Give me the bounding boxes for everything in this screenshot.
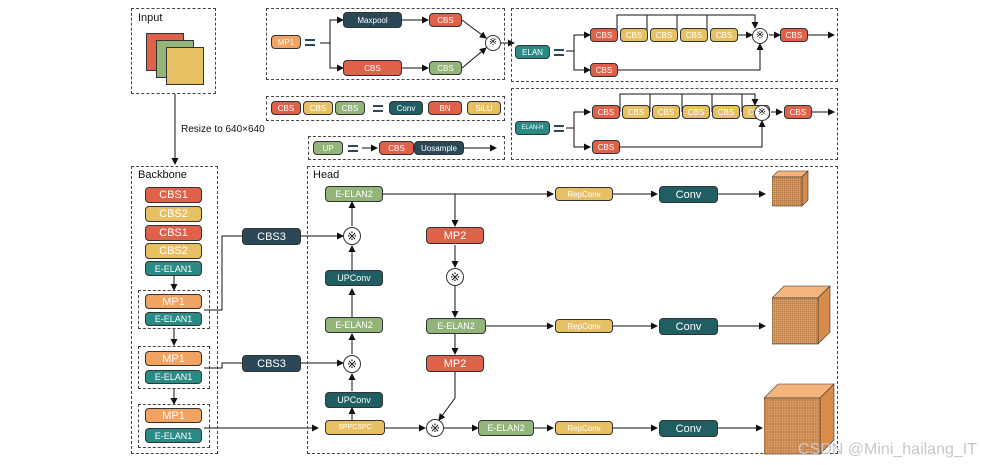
equals-icon-cbs — [373, 105, 383, 112]
legend-cbs-green: CBS — [335, 101, 365, 115]
equals-icon-elanh — [554, 125, 564, 132]
head-mp2-lower: MP2 — [426, 355, 484, 372]
legend-elan-cbs-2: CBS — [620, 28, 648, 42]
legend-elan-cbs-5: CBS — [710, 28, 738, 42]
head-repconv-mid: RepConv — [555, 319, 613, 333]
input-panel — [131, 8, 216, 94]
backbone-e-elan1-d: E-ELAN1 — [145, 428, 202, 443]
legend-mp1-concat-icon: ※ — [485, 35, 501, 51]
equals-icon-up — [348, 145, 358, 152]
output-tensor-medium — [772, 285, 831, 345]
legend-silu: SiLU — [467, 101, 501, 115]
legend-elanh-cbs-1: CBS — [592, 105, 620, 119]
legend-elan-cbs-3: CBS — [650, 28, 678, 42]
head-repconv-top: RepConv — [555, 187, 613, 201]
head-upconv-lower: UPConv — [325, 392, 383, 408]
equals-icon-elan — [554, 49, 564, 56]
legend-mp1-cbs-c: CBS — [429, 61, 462, 75]
output-tensor-large — [764, 383, 835, 455]
legend-elan-cbs-6: CBS — [590, 63, 618, 77]
backbone-mp1-c: MP1 — [145, 408, 202, 423]
equals-icon-mp1 — [305, 39, 315, 46]
backbone-cbs1-b: CBS1 — [145, 225, 202, 241]
cbs3-lower: CBS3 — [242, 355, 301, 372]
legend-elanh-cbs-4: CBS — [682, 105, 710, 119]
head-sppcspc: SPPCSPC — [325, 420, 385, 435]
head-conv-bottom: Conv — [659, 420, 718, 437]
legend-elanh-concat-icon: ※ — [754, 105, 770, 121]
legend-bn: BN — [428, 101, 462, 115]
legend-upsample: Uosample — [414, 141, 464, 155]
backbone-title: Backbone — [138, 169, 187, 181]
legend-mp1-cbs-a: CBS — [429, 13, 462, 27]
concat-icon-2: ※ — [343, 355, 361, 373]
head-title: Head — [313, 169, 340, 181]
legend-elan-cbs-out: CBS — [780, 28, 808, 42]
legend-mp1-cbs-b: CBS — [343, 60, 402, 76]
backbone-stage-3 — [138, 404, 210, 448]
head-conv-top: Conv — [659, 186, 718, 203]
legend-mp1-panel — [266, 8, 505, 80]
image-channel-yellow — [166, 47, 204, 85]
legend-maxpool: Maxpool — [343, 12, 402, 28]
legend-elanh-cbs-out: CBS — [784, 105, 812, 119]
head-repconv-bottom: RepConv — [555, 421, 613, 435]
legend-elanh-panel — [511, 88, 838, 160]
legend-elan-cbs-1: CBS — [590, 28, 618, 42]
legend-cbs-panel — [266, 96, 505, 121]
backbone-cbs1-a: CBS1 — [145, 187, 202, 203]
legend-cbs-red: CBS — [271, 101, 301, 115]
legend-mp1: MP1 — [271, 35, 301, 49]
head-mp2-upper: MP2 — [426, 227, 484, 244]
output-tensor-small — [772, 170, 809, 207]
legend-elan-cbs-4: CBS — [680, 28, 708, 42]
legend-elanh-cbs-2: CBS — [622, 105, 650, 119]
head-upconv-upper: UPConv — [325, 270, 383, 286]
head-e-elan2-top: E-ELAN2 — [325, 186, 383, 202]
backbone-e-elan1-a: E-ELAN1 — [145, 261, 202, 276]
backbone-cbs2-b: CBS2 — [145, 243, 202, 259]
head-conv-mid: Conv — [659, 318, 718, 335]
legend-conv: Conv — [389, 101, 423, 115]
cbs3-upper: CBS3 — [242, 228, 301, 245]
backbone-e-elan1-b: E-ELAN1 — [145, 312, 202, 326]
legend-elan-panel — [511, 8, 838, 82]
legend-elanh: ELAN-H — [515, 121, 550, 135]
head-e-elan2-bottom: E-ELAN2 — [478, 420, 534, 436]
concat-icon-3: ※ — [446, 268, 464, 286]
legend-elanh-cbs-5: CBS — [712, 105, 740, 119]
legend-elanh-cbs-3: CBS — [652, 105, 680, 119]
backbone-e-elan1-c: E-ELAN1 — [145, 370, 202, 384]
resize-label: Resize to 640×640 — [181, 124, 265, 135]
watermark: CSDN @Mini_hailang_IT — [798, 441, 977, 458]
head-e-elan2-mid: E-ELAN2 — [426, 318, 486, 334]
legend-up: UP — [313, 141, 343, 155]
head-panel — [307, 166, 838, 454]
legend-elanh-cbs-7: CBS — [592, 140, 620, 154]
legend-up-panel — [308, 136, 505, 160]
backbone-stage-2 — [138, 346, 210, 389]
backbone-mp1-a: MP1 — [145, 294, 202, 309]
legend-elan: ELAN — [515, 45, 550, 59]
backbone-stage-1 — [138, 290, 210, 329]
backbone-cbs2-a: CBS2 — [145, 206, 202, 222]
legend-elan-concat-icon: ※ — [752, 28, 768, 44]
backbone-mp1-b: MP1 — [145, 351, 202, 366]
legend-cbs-yellow: CBS — [303, 101, 333, 115]
head-e-elan2-mid-left: E-ELAN2 — [325, 317, 383, 333]
concat-icon-1: ※ — [343, 227, 361, 245]
legend-up-cbs: CBS — [379, 141, 414, 155]
concat-icon-4: ※ — [426, 419, 444, 437]
backbone-panel — [131, 166, 218, 454]
input-title: Input — [138, 12, 163, 24]
